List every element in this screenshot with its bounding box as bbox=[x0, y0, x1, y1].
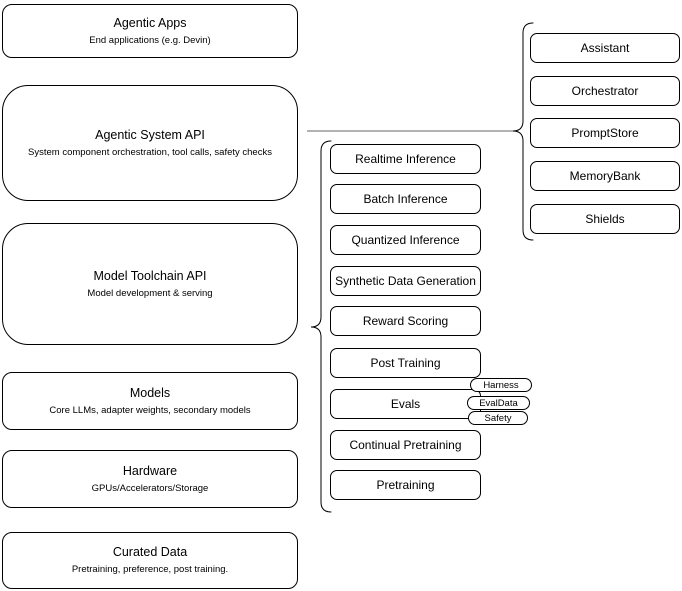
quantized-inference-label: Quantized Inference bbox=[351, 233, 460, 247]
orchestrator-box: Orchestrator bbox=[530, 76, 680, 106]
harness-tag-label: Harness bbox=[483, 379, 519, 391]
realtime-inference-box: Realtime Inference bbox=[330, 144, 481, 174]
memorybank-box: MemoryBank bbox=[530, 161, 680, 191]
safety-tag-label: Safety bbox=[484, 412, 512, 424]
evals-box: Evals bbox=[330, 389, 481, 419]
model-toolchain-api-subtitle: Model development & serving bbox=[87, 287, 213, 299]
assistant-box: Assistant bbox=[530, 33, 680, 63]
assistant-label: Assistant bbox=[580, 41, 630, 55]
models-box: Models Core LLMs, adapter weights, secon… bbox=[2, 372, 298, 430]
toolchain-group-brace bbox=[310, 140, 332, 513]
post-training-label: Post Training bbox=[370, 356, 441, 370]
pretraining-label: Pretraining bbox=[376, 478, 435, 492]
agentic-apps-subtitle: End applications (e.g. Devin) bbox=[89, 34, 211, 46]
orchestrator-label: Orchestrator bbox=[571, 84, 639, 98]
agentic-system-api-subtitle: System component orchestration, tool cal… bbox=[28, 146, 272, 158]
model-toolchain-api-title: Model Toolchain API bbox=[93, 268, 207, 283]
evals-label: Evals bbox=[390, 397, 421, 411]
curated-data-title: Curated Data bbox=[112, 545, 188, 559]
safety-tag: Safety bbox=[468, 411, 528, 425]
continual-pretraining-box: Continual Pretraining bbox=[330, 430, 481, 460]
evaldata-tag-label: EvalData bbox=[479, 397, 518, 409]
shields-label: Shields bbox=[585, 212, 625, 226]
models-subtitle: Core LLMs, adapter weights, secondary mo… bbox=[49, 404, 251, 416]
promptstore-label: PromptStore bbox=[571, 126, 639, 140]
hardware-title: Hardware bbox=[122, 463, 178, 478]
evaldata-tag: EvalData bbox=[467, 396, 530, 410]
reward-scoring-box: Reward Scoring bbox=[330, 306, 481, 336]
batch-inference-label: Batch Inference bbox=[363, 192, 448, 206]
curated-data-box: Curated Data Pretraining, preference, po… bbox=[2, 532, 298, 589]
memorybank-label: MemoryBank bbox=[569, 169, 641, 183]
agentic-apps-box: Agentic Apps End applications (e.g. Devi… bbox=[2, 4, 298, 58]
curated-data-subtitle: Pretraining, preference, post training. bbox=[71, 564, 229, 575]
hardware-subtitle: GPUs/Accelerators/Storage bbox=[91, 482, 209, 494]
model-toolchain-api-box: Model Toolchain API Model development & … bbox=[2, 223, 298, 345]
agentic-system-api-title: Agentic System API bbox=[95, 127, 205, 142]
quantized-inference-box: Quantized Inference bbox=[330, 225, 481, 255]
post-training-box: Post Training bbox=[330, 348, 481, 378]
shields-box: Shields bbox=[530, 204, 680, 234]
reward-scoring-label: Reward Scoring bbox=[362, 314, 449, 328]
promptstore-box: PromptStore bbox=[530, 118, 680, 148]
agentic-apps-title: Agentic Apps bbox=[113, 15, 187, 30]
synthetic-data-generation-label: Synthetic Data Generation bbox=[335, 274, 476, 288]
continual-pretraining-label: Continual Pretraining bbox=[349, 438, 462, 452]
realtime-inference-label: Realtime Inference bbox=[355, 152, 456, 166]
synthetic-data-generation-box: Synthetic Data Generation bbox=[330, 266, 481, 296]
models-title: Models bbox=[129, 385, 171, 400]
harness-tag: Harness bbox=[470, 378, 532, 392]
agentic-system-api-box: Agentic System API System component orch… bbox=[2, 85, 298, 201]
hardware-box: Hardware GPUs/Accelerators/Storage bbox=[2, 450, 298, 508]
pretraining-box: Pretraining bbox=[330, 470, 481, 500]
batch-inference-box: Batch Inference bbox=[330, 184, 481, 214]
